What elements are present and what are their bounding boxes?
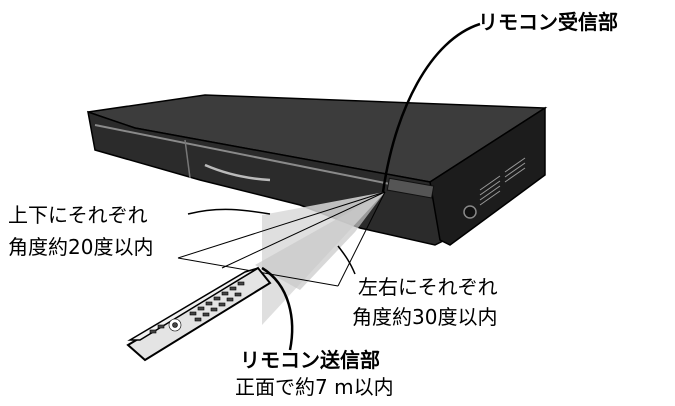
range-label: 正面で約7 m以内 (235, 375, 394, 399)
front-accent (204, 163, 271, 182)
device-side-panel (429, 106, 546, 246)
receiver-leader-line (381, 22, 481, 193)
horizontal-leader-line (337, 245, 356, 275)
remote-body (126, 266, 272, 362)
horizontal-beam (255, 192, 385, 290)
remote-top-face (127, 267, 259, 341)
sender-leader-line (261, 266, 294, 351)
vertical-angle-label-line2: 角度約20度以内 (8, 235, 154, 259)
sender-label: リモコン送信部 (240, 348, 380, 372)
receiver-label: リモコン受信部 (478, 10, 618, 34)
side-port (463, 205, 477, 219)
vertical-leader-line (187, 208, 271, 215)
beam-edge-upper (221, 191, 386, 269)
ir-beam (177, 191, 386, 325)
side-vents (479, 157, 526, 206)
vertical-angle-label-line1: 上下にそれぞれ (8, 203, 148, 227)
front-highlight (94, 124, 431, 193)
horizontal-angle-label-line1: 左右にそれぞれ (358, 275, 498, 299)
beam-edge-top (177, 191, 386, 259)
receiver-window (386, 177, 435, 199)
beam-edge-right (337, 191, 386, 287)
remote-control (126, 266, 272, 362)
remote-buttons (149, 281, 245, 334)
front-divider (184, 139, 191, 179)
horizontal-angle-label-line2: 角度約30度以内 (352, 305, 498, 329)
